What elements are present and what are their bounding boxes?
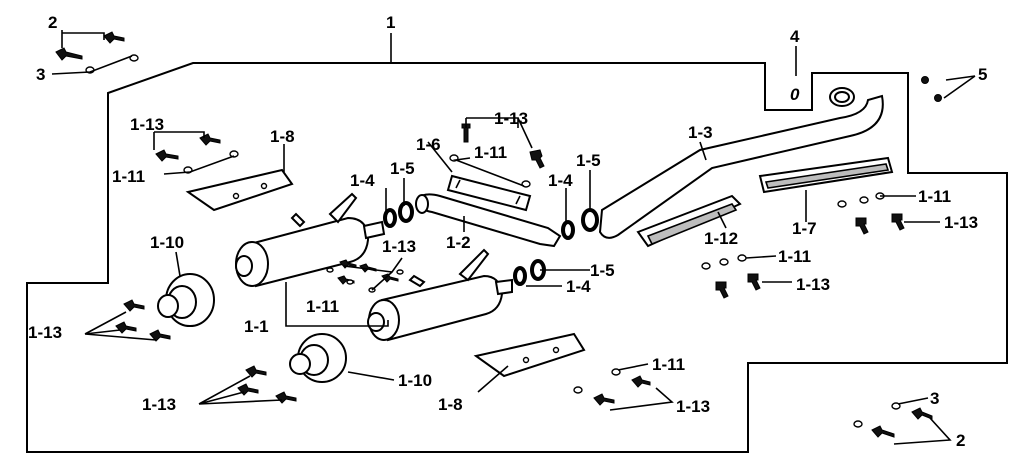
label-4-oring: 0 [790, 85, 800, 104]
label-1-4-a: 1-4 [350, 171, 375, 190]
end-cap-lower [289, 333, 347, 383]
heat-shield-1-12 [636, 194, 742, 248]
label-1-5-c: 1-5 [590, 261, 615, 280]
heat-shield-1-7 [758, 156, 894, 194]
label-1-7: 1-7 [792, 219, 817, 238]
label-1-13-b: 1-13 [494, 109, 528, 128]
label-1-2: 1-2 [446, 233, 471, 252]
label-1-13-c: 1-13 [382, 237, 416, 256]
heat-shield-1-6 [446, 174, 532, 212]
label-1-11-c: 1-11 [306, 297, 339, 316]
label-1-1: 1-1 [244, 317, 269, 336]
heat-shield-1-8-lower [473, 332, 586, 378]
label-1-6: 1-6 [416, 135, 441, 154]
assembly-outline [26, 62, 1008, 453]
label-1-13-g: 1-13 [142, 395, 176, 414]
label-3-top: 3 [36, 65, 45, 84]
heat-shield-1-8-upper [185, 168, 294, 212]
connecting-pipe [415, 193, 562, 248]
callout-labels: 1 2 3 4 0 5 1-13 1-8 1-11 1-6 1-13 1-11 … [28, 13, 987, 450]
label-1-13-d: 1-13 [28, 323, 62, 342]
label-1-13-e: 1-13 [944, 213, 978, 232]
label-1-5-a: 1-5 [390, 159, 415, 178]
label-1-13-f: 1-13 [796, 275, 830, 294]
muffler-upper [235, 192, 386, 288]
label-1-3: 1-3 [688, 123, 713, 142]
label-1-4-c: 1-4 [566, 277, 591, 296]
label-1-11-d: 1-11 [918, 187, 951, 206]
washers [85, 54, 901, 428]
label-5: 5 [978, 65, 987, 84]
label-1-13-a: 1-13 [130, 115, 164, 134]
label-1-5-b: 1-5 [576, 151, 601, 170]
label-1-11-e: 1-11 [778, 247, 811, 266]
label-1-11-a: 1-11 [112, 167, 145, 186]
exhaust-pipe-front [598, 87, 884, 239]
label-1-8-b: 1-8 [438, 395, 463, 414]
label-1-8-a: 1-8 [270, 127, 295, 146]
label-1: 1 [386, 13, 395, 32]
end-cap-upper [157, 273, 215, 327]
label-1-11-f: 1-11 [652, 355, 685, 374]
label-1-13-h: 1-13 [676, 397, 710, 416]
label-1-4-b: 1-4 [548, 171, 573, 190]
label-1-12: 1-12 [704, 229, 738, 248]
label-1-10-b: 1-10 [398, 371, 432, 390]
label-2-top: 2 [48, 13, 57, 32]
muffler-lower [367, 248, 513, 342]
label-2-bottom: 2 [956, 431, 965, 450]
leader-lines [51, 30, 976, 445]
label-4: 4 [790, 27, 800, 46]
label-3-bottom: 3 [930, 389, 939, 408]
label-1-10-a: 1-10 [150, 233, 184, 252]
label-1-11-b: 1-11 [474, 143, 507, 162]
